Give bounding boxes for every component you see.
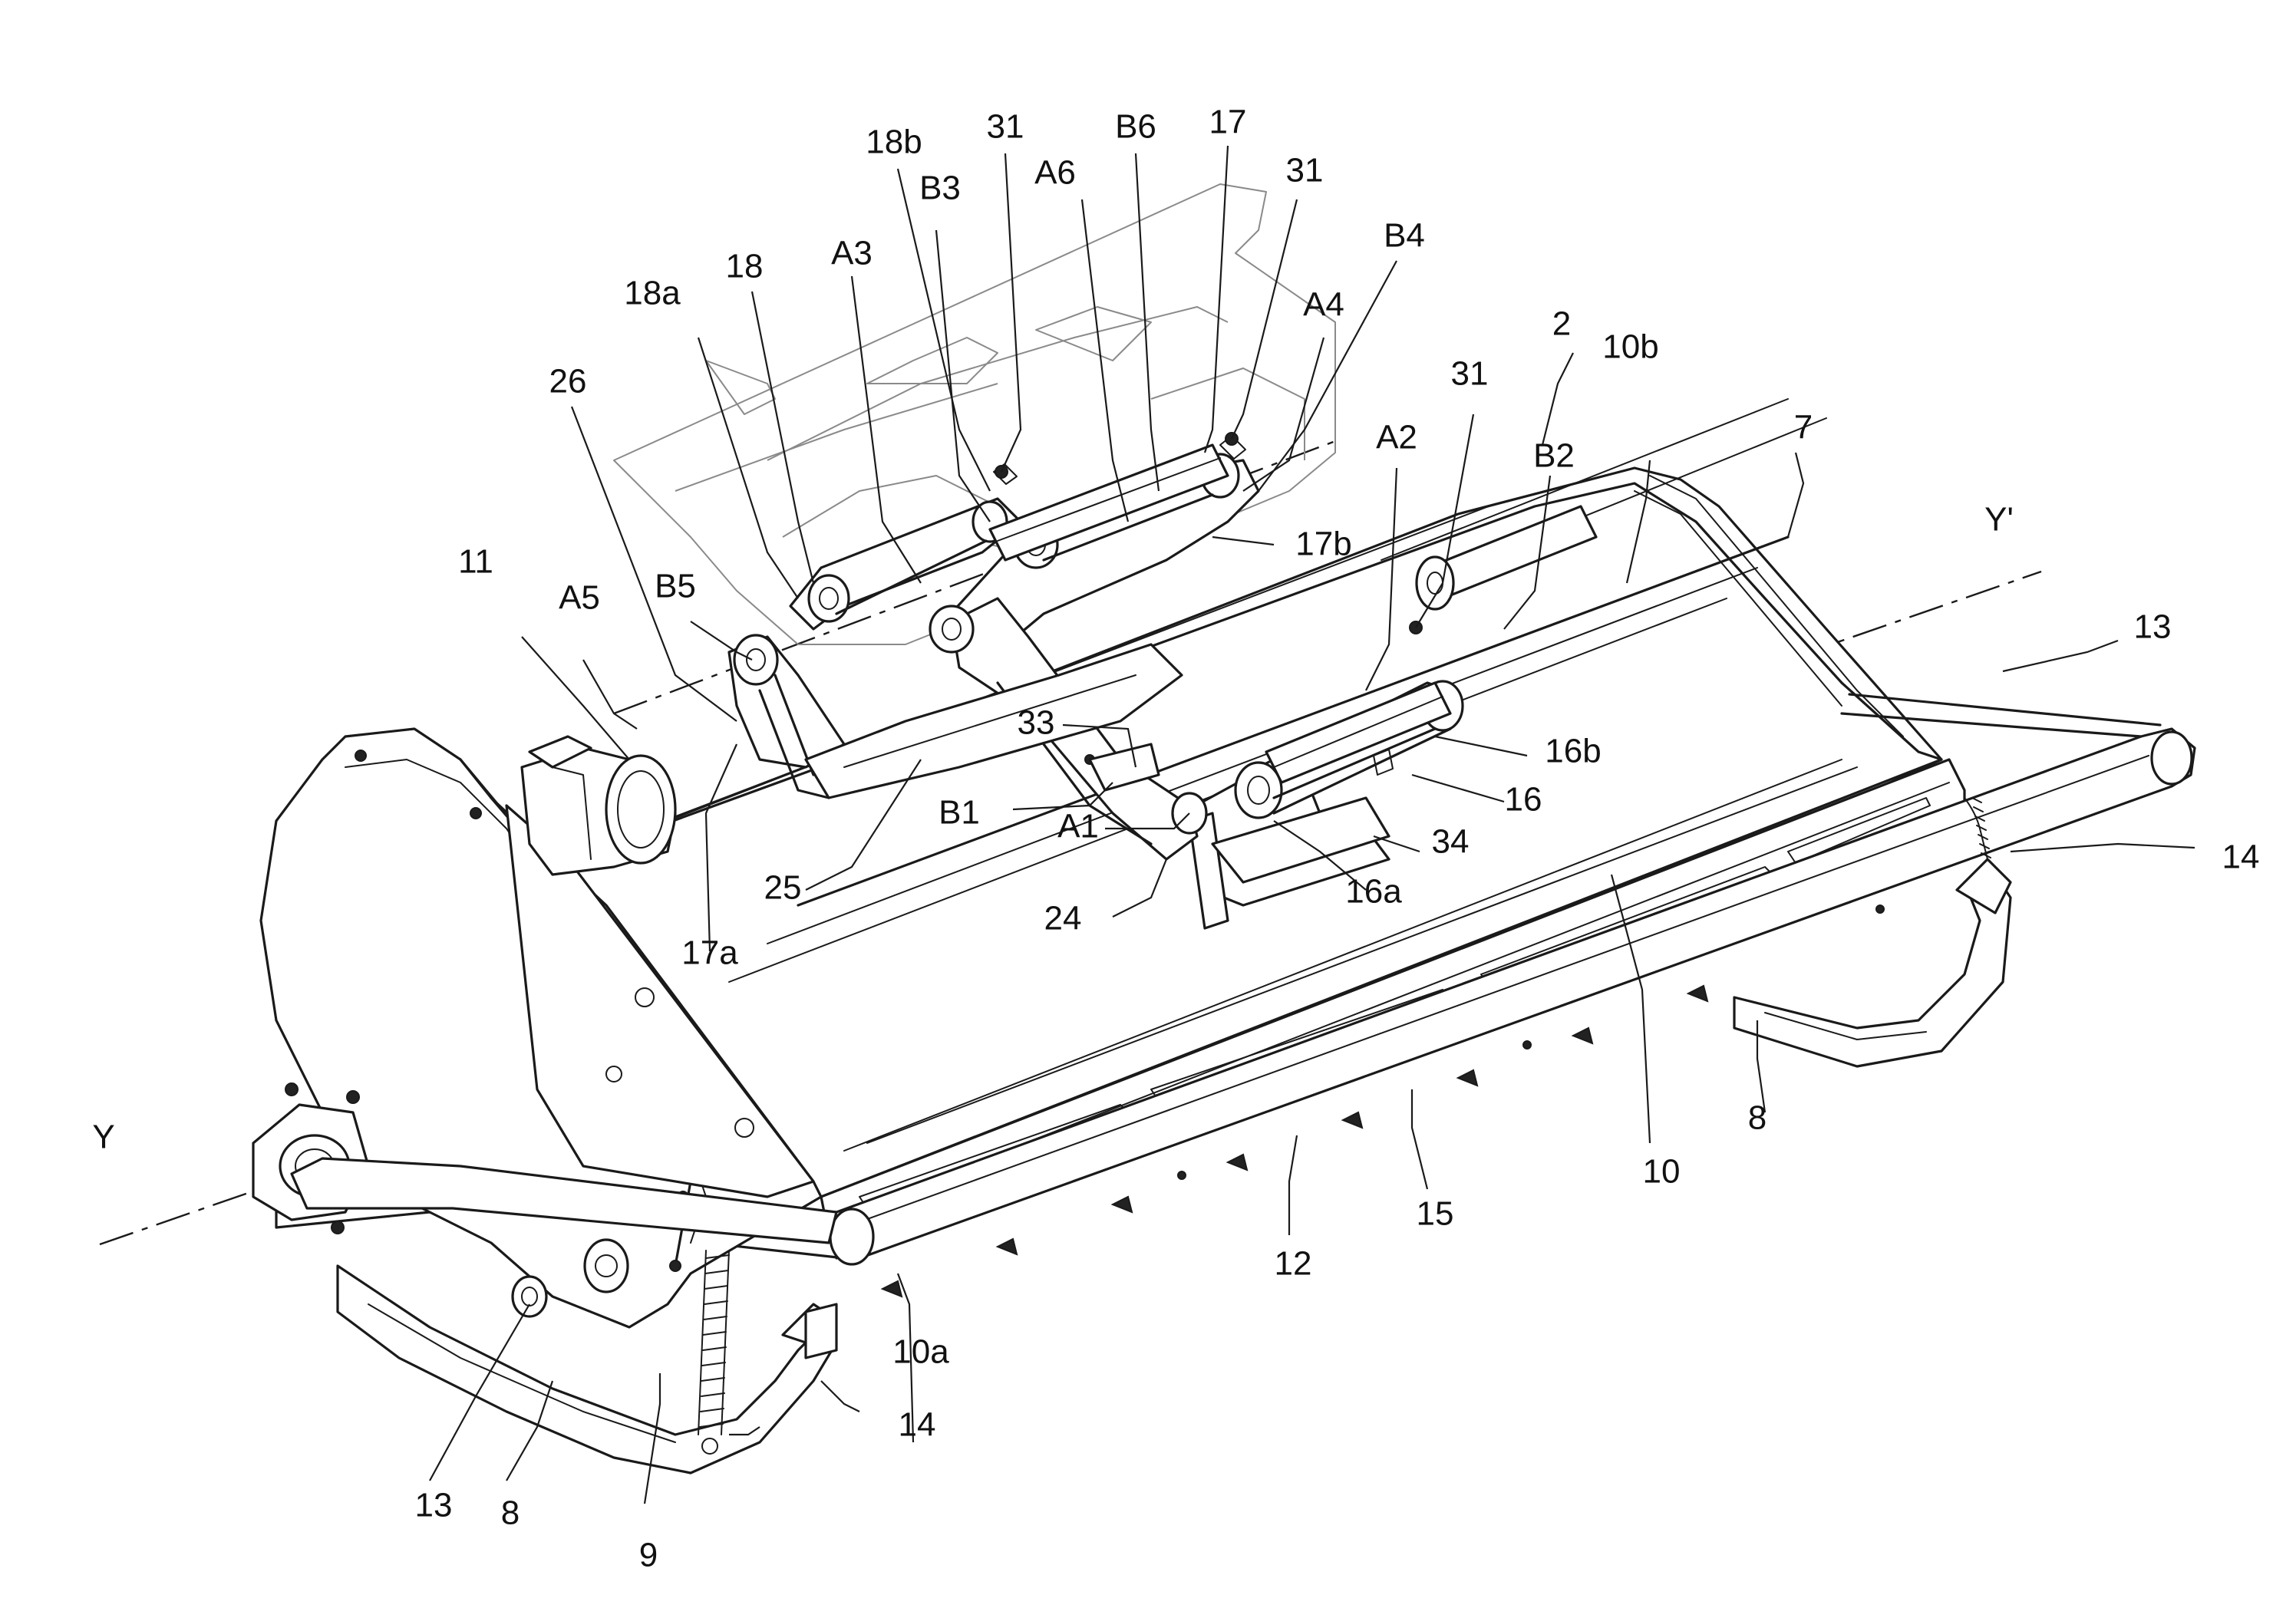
label-2: 2 <box>1552 305 1571 343</box>
label-31-right: 31 <box>1451 355 1489 393</box>
label-8-left: 8 <box>501 1494 520 1532</box>
label-10b: 10b <box>1602 328 1658 366</box>
label-15: 15 <box>1417 1195 1454 1233</box>
label-24: 24 <box>1044 900 1082 937</box>
label-18a: 18a <box>624 275 681 312</box>
label-B2: B2 <box>1533 437 1575 475</box>
label-17a: 17a <box>681 934 738 972</box>
label-26: 26 <box>549 363 587 400</box>
label-A6: A6 <box>1034 154 1076 192</box>
label-7: 7 <box>1794 409 1813 446</box>
label-16b: 16b <box>1545 733 1601 770</box>
label-17b: 17b <box>1295 526 1351 563</box>
label-Y-prime: Y' <box>1984 501 2014 539</box>
label-18b: 18b <box>866 124 922 161</box>
label-A1: A1 <box>1057 808 1099 845</box>
label-A4: A4 <box>1303 286 1344 324</box>
label-11: 11 <box>458 543 493 581</box>
label-8-right: 8 <box>1748 1099 1767 1137</box>
label-B1: B1 <box>939 794 980 832</box>
label-A2: A2 <box>1376 419 1417 456</box>
label-14-left: 14 <box>899 1406 936 1444</box>
hydraulic-motor-11 <box>522 736 675 875</box>
label-25: 25 <box>764 869 802 907</box>
label-Y: Y <box>92 1119 114 1156</box>
label-31-left: 31 <box>987 108 1024 146</box>
label-13-left: 13 <box>415 1487 453 1524</box>
label-9: 9 <box>639 1537 658 1574</box>
label-14-right: 14 <box>2222 839 2260 876</box>
label-B4: B4 <box>1384 217 1425 255</box>
label-B5: B5 <box>655 568 696 605</box>
label-18: 18 <box>726 248 764 285</box>
label-33: 33 <box>1018 704 1055 742</box>
label-12: 12 <box>1275 1245 1312 1283</box>
label-17: 17 <box>1209 104 1247 141</box>
label-A5: A5 <box>559 579 600 617</box>
label-10a: 10a <box>892 1333 949 1371</box>
label-16a: 16a <box>1345 873 1402 911</box>
label-B6: B6 <box>1115 108 1156 146</box>
label-31-middle: 31 <box>1286 152 1324 189</box>
label-B3: B3 <box>919 170 961 207</box>
label-10: 10 <box>1643 1153 1681 1191</box>
label-16: 16 <box>1505 781 1542 819</box>
label-A3: A3 <box>831 235 873 272</box>
label-13-right: 13 <box>2134 608 2172 646</box>
label-34: 34 <box>1432 823 1470 861</box>
